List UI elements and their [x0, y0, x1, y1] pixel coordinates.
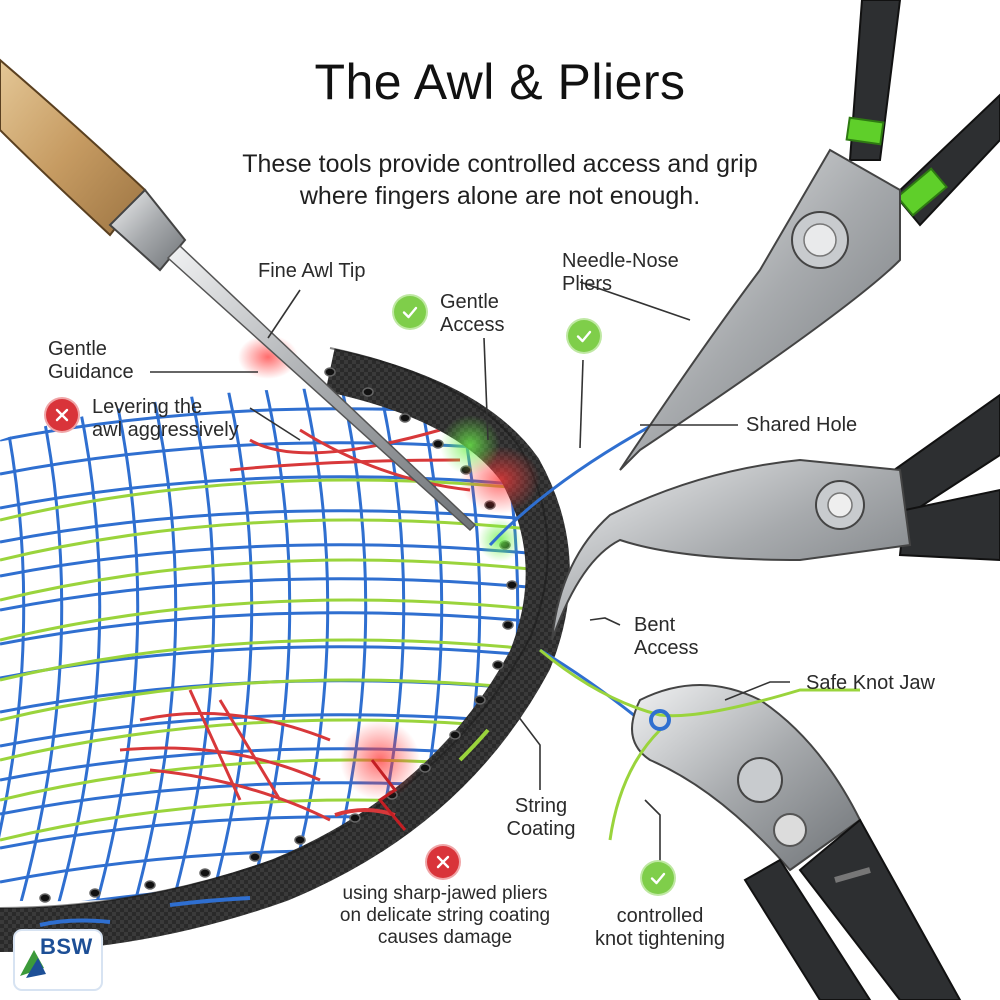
- grommet-hole: [349, 813, 361, 823]
- label-fine-awl-tip: Fine Awl Tip: [258, 260, 366, 282]
- string-main: [0, 509, 547, 544]
- grommet-hole: [144, 880, 156, 890]
- subtitle-line-1: These tools provide controlled access an…: [242, 150, 758, 178]
- grommet-hole: [449, 730, 461, 740]
- safe-knot-pliers: [539, 648, 962, 1000]
- label-controlled-knot-1: controlled: [616, 905, 704, 927]
- awl: [0, 58, 477, 532]
- grommet-hole: [294, 835, 306, 845]
- string-green: [0, 638, 541, 682]
- label-levering-2: awl aggressively: [92, 419, 239, 441]
- label-gentle-guidance-1: Gentle: [48, 338, 107, 360]
- grommet-hole: [419, 763, 431, 773]
- label-gentle-access-2: Access: [440, 314, 505, 336]
- string-cross: [242, 388, 292, 902]
- label-safe-knot-jaw: Safe Knot Jaw: [806, 672, 935, 694]
- string-cross: [90, 388, 140, 902]
- label-sharp-jawed-3: causes damage: [377, 927, 513, 948]
- string-green: [0, 518, 541, 562]
- label-gentle-guidance-2: Guidance: [48, 361, 134, 383]
- cross-icon: [46, 399, 78, 431]
- label-sharp-jawed-2: on delicate string coating: [339, 905, 551, 926]
- grommet-hole: [502, 620, 514, 630]
- string-cross: [52, 388, 102, 902]
- string-cross: [0, 388, 26, 902]
- check-icon: [642, 862, 674, 894]
- label-bent-access-1: Bent: [634, 614, 676, 636]
- label-string-coating-2: Coating: [506, 818, 576, 840]
- cross-icon: [427, 846, 459, 878]
- grommet-hole: [492, 660, 504, 670]
- label-levering-1: Levering the: [92, 396, 203, 418]
- needle-nose-pliers: [619, 0, 1000, 471]
- grommet-hole: [362, 387, 374, 397]
- label-sharp-jawed-1: using sharp-jawed pliers: [342, 883, 548, 904]
- subtitle-line-2: where fingers alone are not enough.: [299, 182, 701, 210]
- check-icon: [568, 320, 600, 352]
- string-cross: [14, 388, 64, 902]
- bent-nose-pliers: [551, 393, 1000, 641]
- label-needle-nose-2: Pliers: [562, 273, 613, 295]
- grommet-hole: [199, 868, 211, 878]
- grommet-hole: [474, 695, 486, 705]
- string-green: [0, 558, 541, 602]
- string-main: [0, 577, 547, 612]
- label-controlled-knot-2: knot tightening: [594, 928, 726, 950]
- label-needle-nose-1: Needle-Nose: [562, 250, 679, 272]
- label-bent-access-2: Access: [634, 637, 699, 659]
- string-green: [0, 678, 541, 722]
- grommet-hole: [506, 580, 518, 590]
- grommet-hole: [249, 852, 261, 862]
- check-icon: [394, 296, 426, 328]
- logo-text: BSW: [40, 934, 93, 959]
- string-cross: [204, 388, 254, 902]
- label-shared-hole: Shared Hole: [746, 414, 858, 436]
- string-cross: [128, 388, 178, 902]
- grommet-hole: [324, 367, 336, 377]
- string-main: [0, 611, 547, 646]
- label-gentle-access-1: Gentle: [440, 291, 499, 313]
- string-green: [0, 598, 541, 642]
- leader-lines: [150, 281, 790, 862]
- string-green: [0, 718, 541, 762]
- page-title: The Awl & Pliers: [314, 54, 686, 110]
- label-string-coating-1: String: [514, 795, 568, 817]
- racket-frame: [0, 335, 570, 952]
- bsw-logo: [13, 929, 103, 991]
- grommet-hole: [39, 893, 51, 903]
- grommet-hole: [399, 413, 411, 423]
- grommet-hole: [89, 888, 101, 898]
